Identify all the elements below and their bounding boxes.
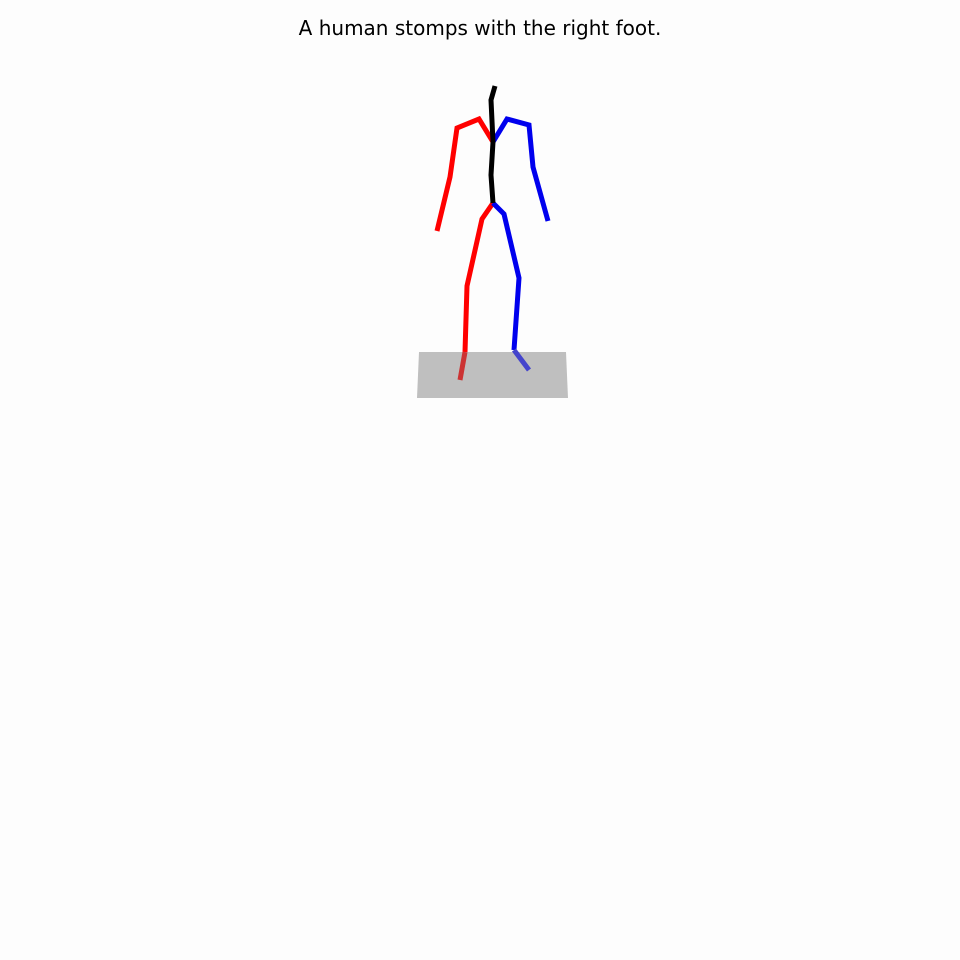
caption-title: A human stomps with the right foot.: [298, 16, 662, 40]
left-arm: [490, 116, 551, 222]
left-foot: [512, 348, 531, 372]
floor-plane: [417, 352, 568, 398]
spine: [488, 85, 498, 204]
right-arm: [434, 115, 496, 232]
left-leg: [491, 201, 522, 351]
right-leg: [462, 201, 496, 353]
right-foot: [457, 351, 468, 381]
